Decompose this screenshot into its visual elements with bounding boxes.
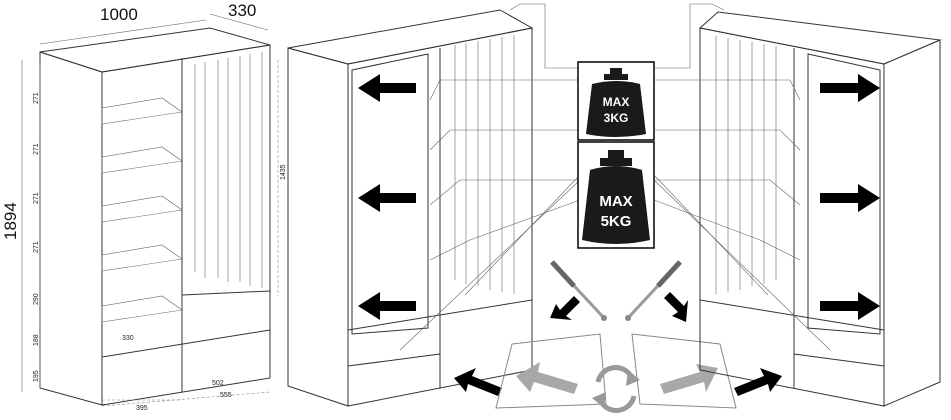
shelves [101,97,271,392]
spacing-label-7: 195 [33,370,40,382]
door-panel-right [631,333,737,409]
right-height-label: 1435 [280,164,287,180]
bottom-load-label-2: 5KG [601,213,632,230]
left-variant-side [287,47,349,407]
inner-depth-label: 330 [122,335,134,342]
gas-strut-icon [625,260,682,321]
spacing-label-6: 188 [33,334,40,346]
cabinet-side [39,51,103,406]
height-label: 1894 [1,202,20,240]
arrow-open-left-1 [358,74,416,102]
arrow-assemble-right [734,368,782,396]
arrow-door-right [660,364,718,394]
dimension-drawing: 1000 330 1894 271 271 271 271 290 188 19… [1,1,287,412]
bottom-width-right: 555 [220,392,232,399]
door-panel-left [495,333,607,409]
arrow-open-right-2 [820,184,880,212]
spacing-label-2: 271 [33,143,40,155]
arrow-open-right-1 [820,74,880,102]
cabinet-front [101,44,271,406]
left-variant-door [351,53,429,335]
load-limit-panel: MAX 3KG MAX 5KG [577,61,655,249]
arrow-door-left [516,362,578,394]
slats [181,52,271,296]
left-variant-top [287,9,534,65]
wardrobe-left-variant [287,3,581,407]
cabinet-top [39,27,271,73]
arrow-open-left-2 [358,184,416,212]
arrow-open-right-3 [820,292,880,320]
bottom-load-label-1: MAX [599,193,632,210]
right-variant-front [699,27,885,407]
width-label: 1000 [100,5,138,24]
spacing-label-1: 271 [33,92,40,104]
spacing-label-3: 271 [33,192,40,204]
weight-icon [582,150,650,244]
right-variant-side [883,39,941,407]
bottom-width-middle: 502 [212,380,224,387]
spacing-label-5: 290 [33,293,40,305]
gas-strut-icon [550,260,607,321]
arrow-strut-left [550,296,580,320]
shelf-load-label-2: 3KG [604,111,629,125]
wardrobe-right-variant [653,3,942,407]
rotate-icon [592,365,640,413]
depth-label: 330 [228,1,256,20]
bottom-width-left: 395 [136,405,148,412]
width-dim-line [39,19,207,45]
depth-dim-line [209,13,269,31]
weight-icon [586,68,646,137]
arrow-strut-right [664,292,688,322]
spacing-label-4: 271 [33,241,40,253]
right-variant-door [807,53,881,335]
shelf-load-label-1: MAX [603,95,630,109]
arrow-open-left-3 [358,292,416,320]
arrow-assemble-left [454,368,502,396]
